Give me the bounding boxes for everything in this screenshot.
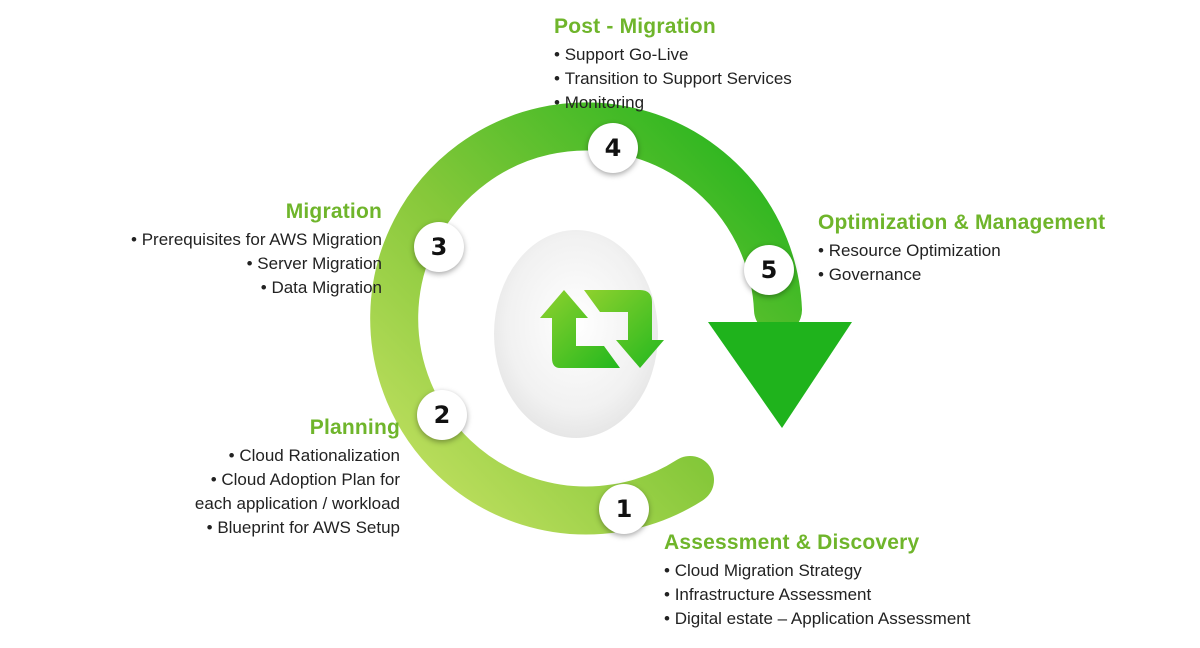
stage-item: Cloud Migration Strategy <box>664 559 1024 583</box>
stage-item: Cloud Rationalization <box>100 444 400 468</box>
stage-item: Digital estate – Application Assessment <box>664 607 1024 631</box>
stage-title: Optimization & Management <box>818 211 1106 234</box>
stage-item: Blueprint for AWS Setup <box>100 516 400 540</box>
stage-items: Cloud Migration Strategy Infrastructure … <box>664 559 1024 631</box>
stage-title: Migration <box>285 200 382 223</box>
stage-badge-3: 3 <box>414 222 464 272</box>
stage-item: Transition to Support Services <box>554 67 854 91</box>
stage-assessment: Assessment & Discovery Cloud Migration S… <box>664 531 1024 631</box>
stage-title: Assessment & Discovery <box>664 531 920 554</box>
stage-title: Post - Migration <box>554 15 716 38</box>
stage-item-continued: each application / workload <box>194 494 400 513</box>
stage-migration: Migration Prerequisites for AWS Migratio… <box>82 200 382 300</box>
refresh-cycle-icon <box>540 290 664 368</box>
stage-planning: Planning Cloud Rationalization Cloud Ado… <box>100 416 400 540</box>
cycle-ring <box>370 102 802 535</box>
stage-badge-4: 4 <box>588 123 638 173</box>
stage-post-migration: Post - Migration Support Go-Live Transit… <box>554 15 854 115</box>
stage-item: Server Migration <box>82 252 382 276</box>
stage-item: Support Go-Live <box>554 43 854 67</box>
stage-item: Resource Optimization <box>818 239 1158 263</box>
stage-items: Prerequisites for AWS Migration Server M… <box>82 228 382 300</box>
stage-items: Cloud Rationalization Cloud Adoption Pla… <box>100 444 400 540</box>
stage-optimization: Optimization & Management Resource Optim… <box>818 211 1158 287</box>
stage-items: Support Go-Live Transition to Support Se… <box>554 43 854 115</box>
stage-item: Monitoring <box>554 91 854 115</box>
arrow-down-icon <box>708 322 852 428</box>
stage-badge-1: 1 <box>599 484 649 534</box>
stage-item: Infrastructure Assessment <box>664 583 1024 607</box>
stage-badge-5: 5 <box>744 245 794 295</box>
stage-item: Prerequisites for AWS Migration <box>82 228 382 252</box>
stage-title: Planning <box>309 416 400 439</box>
stage-items: Resource Optimization Governance <box>818 239 1158 287</box>
stage-item: Data Migration <box>82 276 382 300</box>
stage-badge-2: 2 <box>417 390 467 440</box>
stage-item: Cloud Adoption Plan for <box>100 468 400 492</box>
stage-item: Governance <box>818 263 1158 287</box>
